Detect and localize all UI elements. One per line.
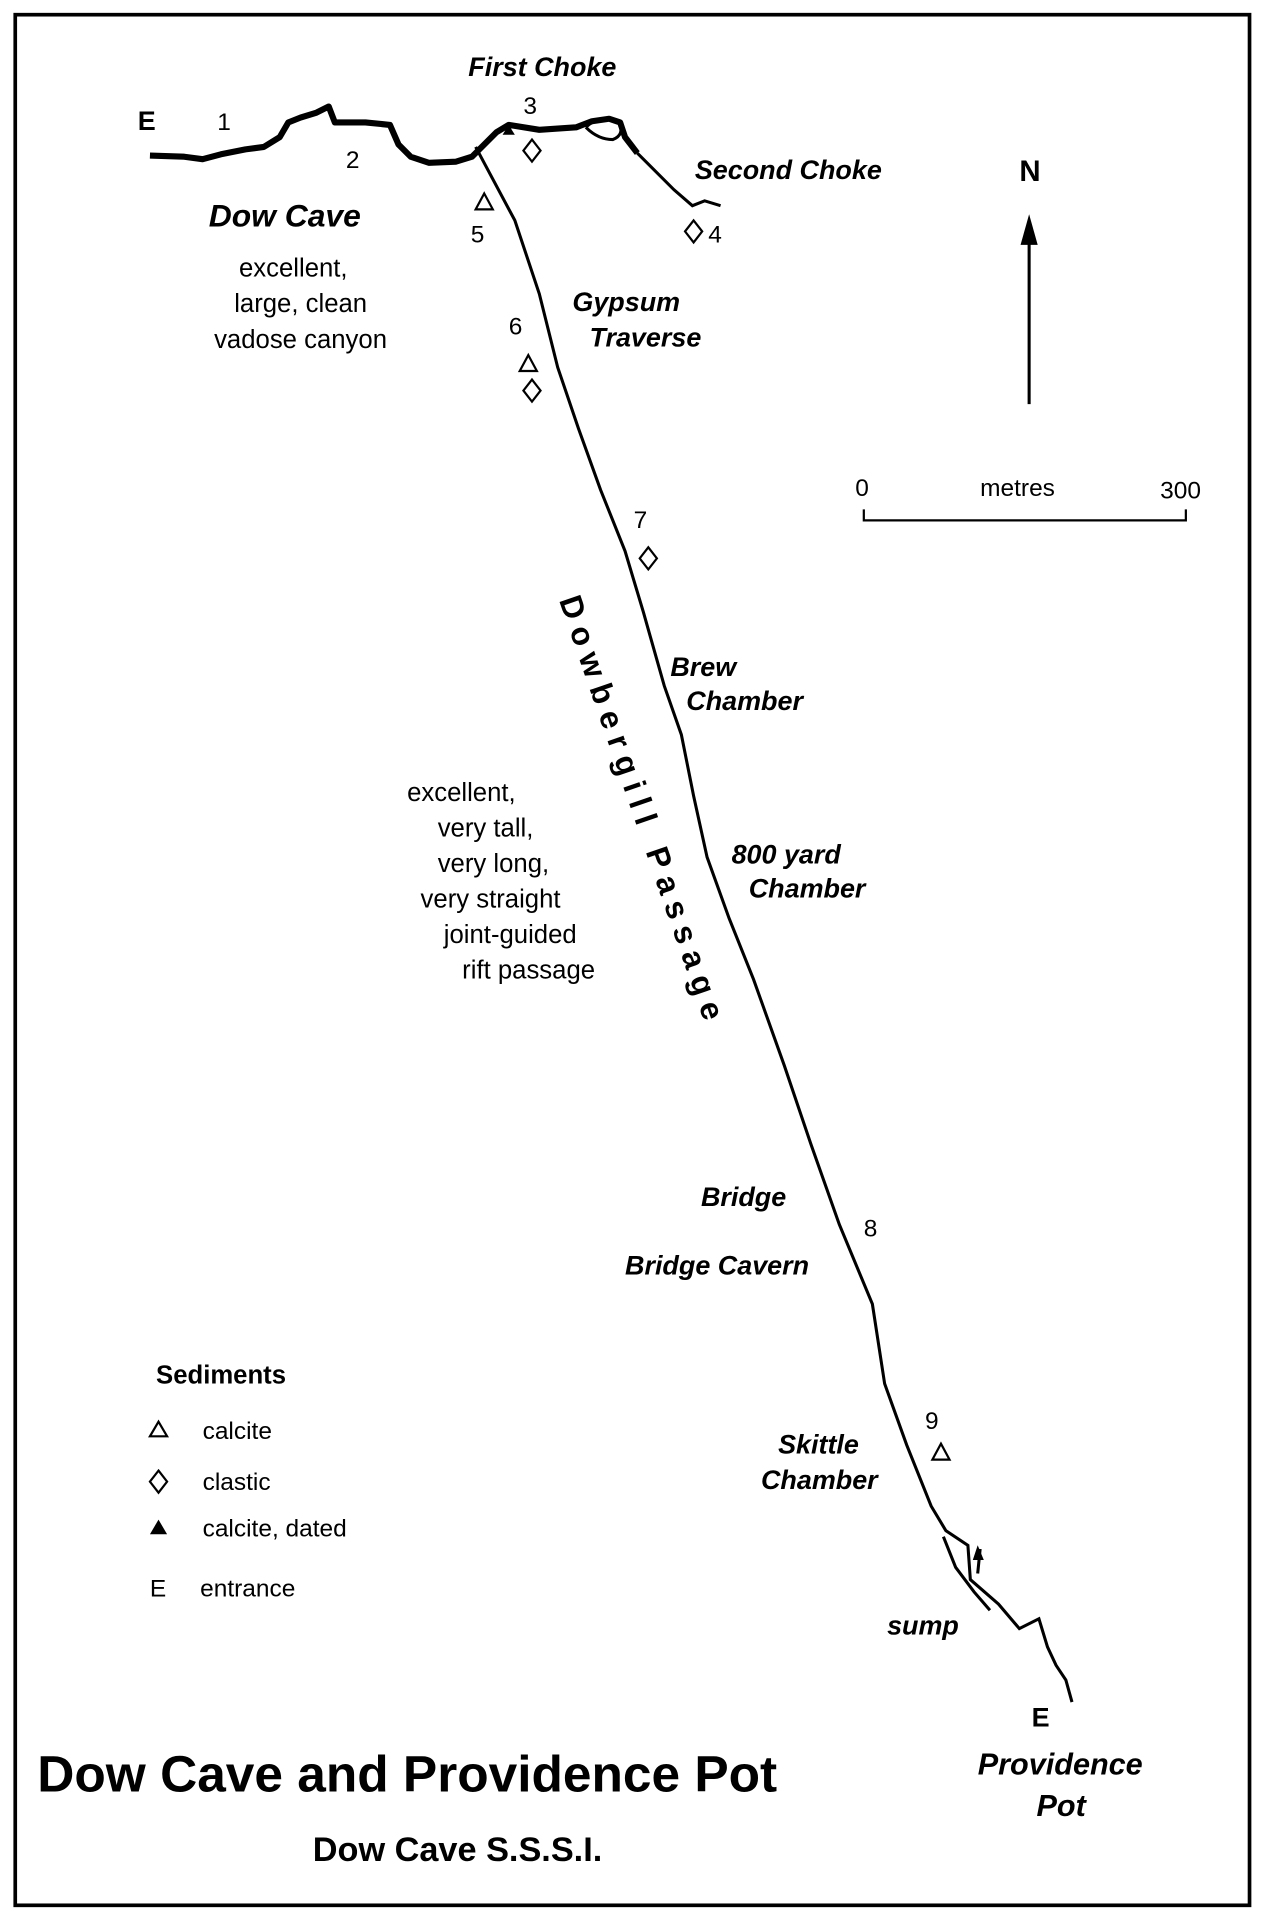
site-number: 8 [864,1216,878,1243]
legend: Sediments calcite clastic calcite, dated… [148,1362,347,1603]
legend-label: clastic [203,1469,271,1496]
legend-title: Sediments [156,1362,286,1390]
scale-start: 0 [855,475,869,502]
site-number: 1 [217,109,231,136]
entrance-marker: E [1032,1703,1050,1733]
label-bridge-cavern: Bridge Cavern [625,1251,809,1281]
site-number: 7 [634,507,648,534]
calcite-triangle-icon [148,1419,170,1438]
dow-cave-description: excellent, large, clean vadose canyon [214,255,387,354]
label-providence: Providence [978,1747,1143,1781]
clastic-marker [522,377,542,404]
label-sump: sump [887,1611,959,1641]
clastic-marker [638,545,659,572]
clastic-marker [683,218,704,245]
map-title: Dow Cave and Providence Pot [37,1744,777,1802]
label-brew-chamber: Chamber [686,686,804,716]
entrance-symbol: E [150,1576,166,1603]
legend-label: entrance [200,1576,295,1603]
legend-label: calcite [203,1418,272,1445]
scale-end: 300 [1160,477,1201,504]
dowbergill-passage-line [474,146,1074,1703]
label-second-choke: Second Choke [695,155,882,185]
label-800-yard-chamber: Chamber [749,874,867,904]
label-skittle: Skittle [778,1429,859,1459]
label-gypsum: Gypsum [572,287,680,317]
calcite-marker [930,1441,952,1461]
label-dow-cave: Dow Cave [209,198,361,234]
scale-unit: metres [980,475,1055,502]
calcite-marker [517,352,539,373]
site-number: 9 [925,1408,939,1435]
label-brew: Brew [670,652,738,682]
clastic-diamond-icon [148,1468,169,1495]
map-subtitle: Dow Cave S.S.S.I. [313,1831,602,1869]
calcite-marker [473,191,495,211]
passage-description: excellent, very tall, very long, very st… [407,779,595,985]
site-number: 2 [346,147,360,174]
calcite-dated-marker [502,124,515,135]
label-traverse: Traverse [590,323,702,353]
north-label: N [1019,155,1040,188]
sediment-markers [473,137,952,1461]
label-bridge: Bridge [701,1182,786,1212]
calcite-dated-marker [972,1545,984,1560]
site-number: 5 [471,221,485,248]
dow-cave-passage [149,103,640,166]
site-number: 4 [708,221,722,248]
calcite-dated-triangle-icon [149,1519,168,1535]
second-choke-passage [584,117,722,208]
site-number: 6 [509,313,523,340]
label-skittle-chamber: Chamber [761,1465,879,1495]
legend-label: calcite, dated [203,1516,347,1543]
label-800-yard: 800 yard [732,839,842,869]
scale-bar [862,509,1187,522]
label-first-choke: First Choke [468,52,616,82]
entrance-marker: E [138,106,156,136]
map-border [13,12,1252,1908]
north-arrowhead-icon [1020,214,1038,245]
site-number: 3 [523,93,537,120]
label-pot: Pot [1036,1789,1087,1823]
clastic-marker [522,137,542,164]
